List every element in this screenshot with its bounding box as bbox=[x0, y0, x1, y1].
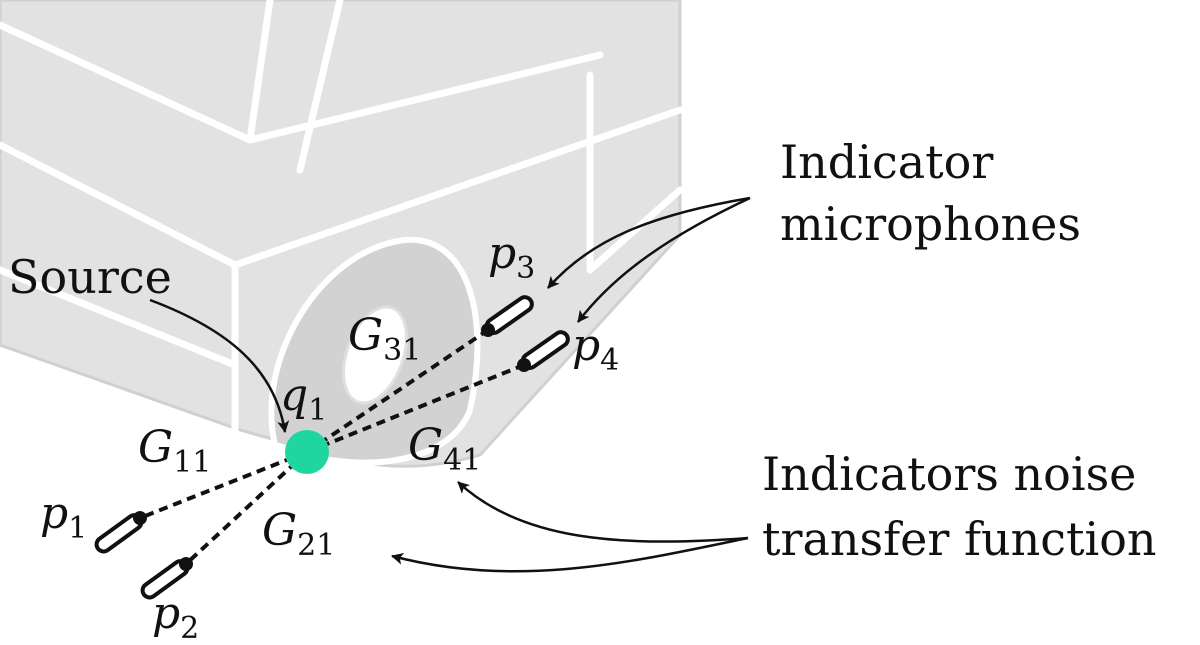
indicator-mics-label-1: Indicator bbox=[780, 135, 993, 189]
vehicle-outline bbox=[0, 0, 684, 468]
source-symbol: q1 bbox=[280, 370, 327, 428]
tf-label-g21: G21 bbox=[262, 505, 335, 563]
tf-label-g31: G31 bbox=[348, 310, 421, 368]
source-point bbox=[285, 430, 329, 474]
arrow-mic-p4 bbox=[577, 196, 751, 323]
annotation-arrows bbox=[149, 196, 751, 573]
microphone-p3 bbox=[481, 295, 534, 337]
arrow-g41 bbox=[457, 481, 749, 543]
mic-label-p1: p1 bbox=[40, 488, 87, 546]
arrow-g21 bbox=[391, 536, 749, 573]
path-g31 bbox=[305, 328, 490, 454]
tf-label-g11: G11 bbox=[138, 422, 211, 480]
vehicle-side-edge bbox=[586, 71, 684, 274]
transfer-label-2: transfer function bbox=[762, 512, 1157, 566]
arrow-source bbox=[149, 298, 290, 433]
arrow-mic-p3 bbox=[547, 196, 751, 289]
tf-label-g41: G41 bbox=[408, 420, 481, 478]
wheel-hub bbox=[342, 305, 408, 405]
mic-label-p2: p2 bbox=[152, 588, 199, 645]
mic-label-p4: p4 bbox=[572, 320, 619, 378]
microphone-p2 bbox=[140, 557, 193, 600]
vehicle-roof-edge bbox=[0, 0, 604, 174]
mic-label-p3: p3 bbox=[488, 228, 535, 286]
vehicle-front-edge bbox=[0, 266, 239, 369]
transfer-label-1: Indicators noise bbox=[762, 447, 1136, 501]
indicator-mics-label-2: microphones bbox=[780, 197, 1081, 251]
transfer-paths bbox=[139, 328, 525, 566]
path-g21 bbox=[184, 450, 309, 566]
source-label: Source bbox=[8, 250, 172, 304]
microphone-p1 bbox=[94, 511, 147, 554]
microphone-p4 bbox=[517, 330, 570, 372]
path-g41 bbox=[306, 363, 525, 454]
